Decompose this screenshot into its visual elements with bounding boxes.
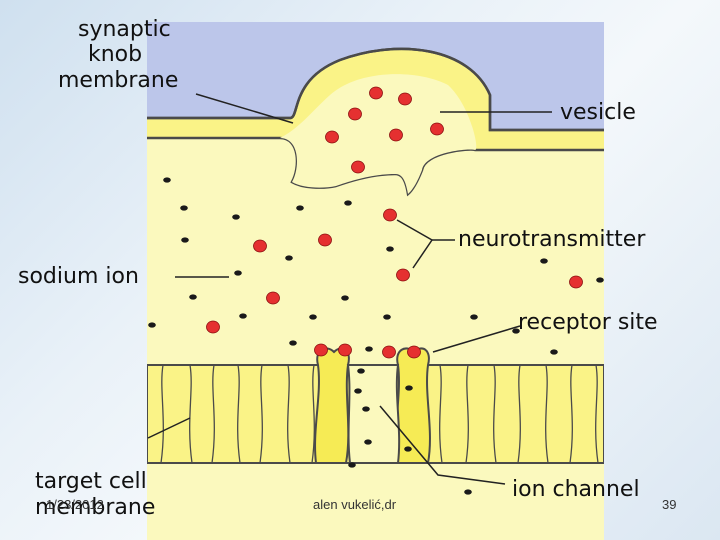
- neurotransmitter-molecule: [389, 128, 403, 142]
- ion-channel-left: [314, 347, 350, 464]
- neurotransmitter-molecule: [407, 345, 421, 359]
- sodium-ion-dot: [234, 270, 242, 276]
- neurotransmitter-molecule: [206, 320, 220, 334]
- sodium-ion-dot: [362, 406, 370, 412]
- label-knob: knob: [88, 42, 142, 67]
- ion-channel-pore: [346, 364, 401, 464]
- synaptic-knob-membrane: [147, 22, 604, 130]
- sodium-ion-dot: [364, 439, 372, 445]
- sodium-ion-dot: [383, 314, 391, 320]
- label-ion-channel: ion channel: [512, 477, 640, 502]
- membrane-stripe: [595, 364, 599, 464]
- leader-receptor-site: [432, 325, 521, 353]
- membrane-stripe: [211, 364, 215, 464]
- neurotransmitter-molecule: [338, 343, 352, 357]
- membrane-stripe: [517, 364, 521, 464]
- sodium-ion-dot: [404, 446, 412, 452]
- sodium-ion-dot: [341, 295, 349, 301]
- sodium-ion-dot: [285, 255, 293, 261]
- sodium-ion-dot: [386, 246, 394, 252]
- label-vesicle: vesicle: [560, 100, 636, 125]
- sodium-ion-dot: [357, 368, 365, 374]
- vesicle: [280, 74, 477, 194]
- membrane-stripe: [259, 364, 263, 464]
- membrane-stripe: [493, 364, 497, 464]
- neurotransmitter-molecule: [348, 107, 362, 121]
- sodium-ion-dot: [348, 462, 356, 468]
- sodium-ion-dot: [596, 277, 604, 283]
- membrane-stripe: [189, 364, 193, 464]
- footer-author: alen vukelić,dr: [313, 497, 397, 512]
- membrane-stripe: [287, 364, 291, 464]
- sodium-ion-dot: [232, 214, 240, 220]
- neurotransmitter-molecule: [383, 208, 397, 222]
- sodium-ion-dot: [296, 205, 304, 211]
- neurotransmitter-molecule: [314, 343, 328, 357]
- label-membrane: membrane: [58, 68, 178, 93]
- neurotransmitter-molecule: [396, 268, 410, 282]
- sodium-ion-dot: [181, 237, 189, 243]
- label-target-cell: target cell: [35, 469, 147, 494]
- membrane-stripe: [160, 364, 164, 464]
- neurotransmitter-molecule: [318, 233, 332, 247]
- sodium-ion-dot: [540, 258, 548, 264]
- label-receptor-site: receptor site: [518, 310, 658, 335]
- sodium-ion-dot: [405, 385, 413, 391]
- membrane-stripe: [545, 364, 549, 464]
- sodium-ion-dot: [289, 340, 297, 346]
- label-neurotransmitter: neurotransmitter: [458, 227, 646, 252]
- sodium-ion-dot: [344, 200, 352, 206]
- label-target-membrane: membrane: [35, 495, 155, 520]
- footer-date: 1/23/2012: [46, 497, 104, 512]
- neurotransmitter-molecule: [266, 291, 280, 305]
- membrane-stripe: [569, 364, 573, 464]
- membrane-stripe: [465, 364, 469, 464]
- label-sodium-ion: sodium ion: [18, 264, 139, 289]
- footer-page-number: 39: [662, 497, 677, 512]
- target-cell-membrane: [147, 347, 604, 464]
- label-synaptic: synaptic: [78, 17, 171, 42]
- neurotransmitter-molecule: [430, 122, 444, 136]
- leader-target-membrane: [147, 417, 191, 439]
- neurotransmitter-molecule: [369, 86, 383, 100]
- sodium-ion-dot: [309, 314, 317, 320]
- neurotransmitter-molecule: [253, 239, 267, 253]
- leader-synaptic-knob: [195, 93, 294, 124]
- neurotransmitter-molecule: [398, 92, 412, 106]
- synaptic-cleft-edge: [147, 47, 604, 132]
- sodium-ion-dot: [512, 328, 520, 334]
- membrane-stripe: [439, 364, 443, 464]
- membrane-stripe: [237, 364, 241, 464]
- sodium-ion-dot: [239, 313, 247, 319]
- leader-lines: [147, 93, 552, 485]
- sodium-ion-dot: [464, 489, 472, 495]
- leader-ion-channel: [379, 405, 506, 485]
- neurotransmitter-molecule: [325, 130, 339, 144]
- sodium-ion-dot: [148, 322, 156, 328]
- sodium-ion-dot: [180, 205, 188, 211]
- sodium-ion-dot: [354, 388, 362, 394]
- sodium-ion-dot: [163, 177, 171, 183]
- sodium-ion-dot: [550, 349, 558, 355]
- neurotransmitter-molecule: [382, 345, 396, 359]
- neurotransmitter-molecule: [351, 160, 365, 174]
- sodium-ion-dot: [365, 346, 373, 352]
- sodium-ion-dot: [189, 294, 197, 300]
- neurotransmitter-molecule: [569, 275, 583, 289]
- sodium-ion-dot: [470, 314, 478, 320]
- membrane-stripe: [311, 364, 315, 464]
